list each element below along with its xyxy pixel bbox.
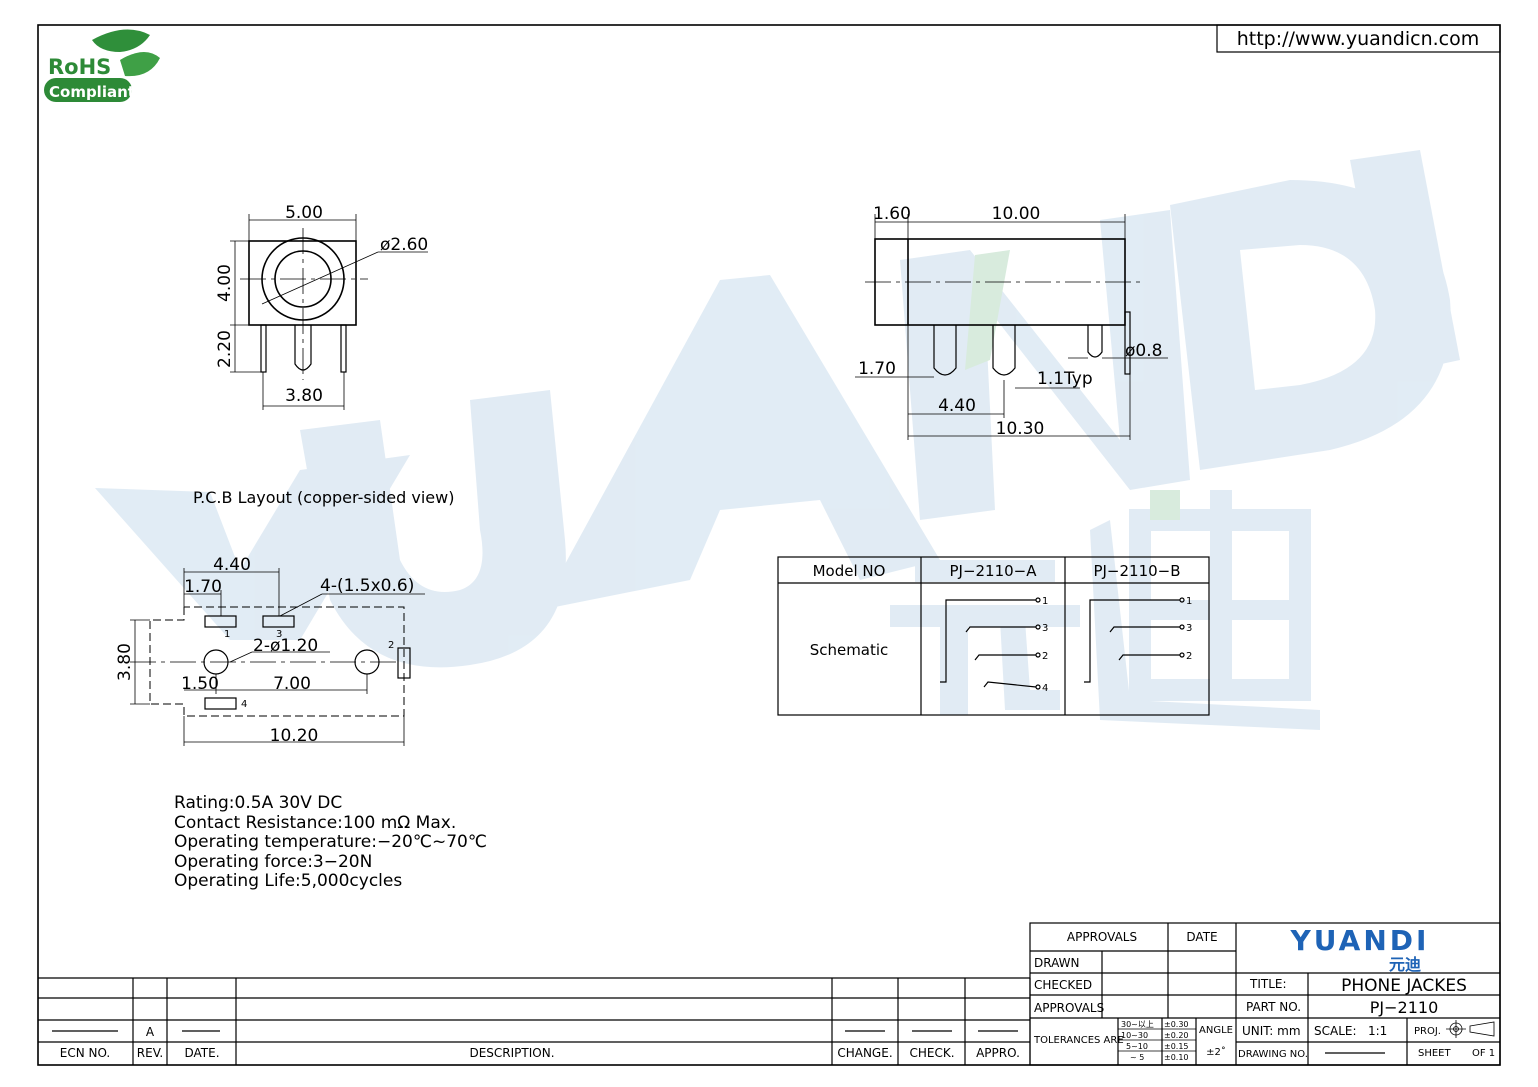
title-block: APPROVALS DATE DRAWN CHECKED APPROVALS Y…: [1029, 922, 1501, 1066]
tb-approvals-row: APPROVALS: [1034, 1001, 1104, 1015]
pad-label-4: 4: [241, 699, 247, 710]
tb-title-label: TITLE:: [1249, 977, 1287, 991]
tb-angle: ANGLE: [1199, 1025, 1233, 1036]
schematic-b: 1 3 2: [1084, 596, 1192, 683]
rev-value: A: [146, 1025, 155, 1039]
schem-b-pin3: 3: [1186, 623, 1192, 634]
dim-pin1-offset: 1.70: [858, 359, 896, 379]
dim-body: 10.00: [992, 204, 1041, 224]
dim-width: 5.00: [285, 203, 323, 223]
tb-unit: UNIT: mm: [1242, 1024, 1301, 1038]
compliant-text: Compliant: [49, 83, 135, 101]
pcb-dim-hole1: 1.50: [181, 674, 219, 694]
dim-pin-span: 3.80: [285, 386, 323, 406]
pad-label-2: 2: [388, 640, 394, 651]
schematic-a: 1 3 2 4: [940, 596, 1048, 694]
front-view: 5.00 ø2.60 4.00 2.20 3.80: [215, 203, 428, 410]
specifications: Rating:0.5A 30V DC Contact Resistance:10…: [174, 793, 487, 891]
sheet-border: [37, 24, 1501, 1066]
spec-force: Operating force:3−20N: [174, 852, 372, 872]
spec-life: Operating Life:5,000cycles: [174, 871, 402, 891]
schem-a-pin3: 3: [1042, 623, 1048, 634]
tb-drawn: DRAWN: [1034, 956, 1080, 970]
side-view: 1.60 10.00 1.70 4.40 10.30 ø0.8 1.1Typ: [855, 204, 1168, 440]
rohs-text: RoHS: [48, 55, 111, 79]
tb-part-value: PJ−2110: [1370, 998, 1439, 1017]
dim-pin-width: 1.1Typ: [1037, 369, 1093, 389]
tb-approvals-header: APPROVALS: [1067, 930, 1137, 944]
rev-header-ecn: ECN NO.: [60, 1046, 111, 1060]
dim-hole: ø2.60: [380, 235, 428, 255]
pcb-dim-total: 10.20: [270, 726, 319, 746]
header-model-a: PJ−2110−A: [949, 562, 1037, 580]
tb-proj: PROJ.: [1414, 1026, 1441, 1037]
tb-drawing-no: DRAWING NO.: [1238, 1049, 1308, 1060]
tb-tol-range-1: 10~30: [1121, 1031, 1148, 1040]
tb-tol-value-1: ±0.20: [1164, 1031, 1189, 1040]
pcb-dim-hole-spacing: 7.00: [273, 674, 311, 694]
schem-b-pin1: 1: [1186, 596, 1192, 607]
header-model-no: Model NO: [813, 562, 886, 580]
tb-tolerances: TOLERANCES ARE: [1033, 1035, 1124, 1046]
tb-scale-label: SCALE:: [1314, 1024, 1357, 1038]
pad-label-3: 3: [276, 629, 282, 640]
revision-block: A ECN NO. REV. DATE. DESCRIPTION. CHANGE…: [38, 977, 1031, 1065]
dim-pin-dia: ø0.8: [1125, 341, 1162, 361]
dim-front: 1.60: [873, 204, 911, 224]
model-table: Model NO PJ−2110−A PJ−2110−B Schematic 1…: [777, 556, 1210, 716]
pcb-dim-top: 4.40: [213, 555, 251, 575]
tb-tol-range-3: ~ 5: [1130, 1053, 1144, 1062]
pcb-title: P.C.B Layout (copper-sided view): [193, 488, 454, 507]
url-text: http://www.yuandicn.com: [1237, 28, 1480, 50]
projection-symbol-icon: [1446, 1020, 1495, 1038]
tb-tol-range-2: 5~10: [1126, 1042, 1148, 1051]
tb-tol-range-0: 30~以上: [1121, 1020, 1154, 1029]
rev-header-description: DESCRIPTION.: [469, 1046, 554, 1060]
tb-logo: YUANDI: [1290, 924, 1430, 957]
tb-angle-value: ±2˚: [1206, 1046, 1226, 1058]
tb-scale-value: 1:1: [1368, 1024, 1387, 1038]
schem-b-pin2: 2: [1186, 651, 1192, 662]
rohs-logo: RoHS Compliant: [44, 29, 160, 102]
pcb-dim-height: 3.80: [115, 643, 135, 681]
schem-a-pin4: 4: [1042, 683, 1048, 694]
pcb-layout: P.C.B Layout (copper-sided view) 1 3 2 4…: [115, 488, 454, 746]
header-model-b: PJ−2110−B: [1093, 562, 1180, 580]
spec-temperature: Operating temperature:−20℃~70℃: [174, 832, 487, 852]
dim-pin-length: 2.20: [215, 330, 235, 368]
tb-checked: CHECKED: [1034, 978, 1092, 992]
spec-contact-resistance: Contact Resistance:100 mΩ Max.: [174, 813, 456, 833]
rev-header-change: CHANGE.: [837, 1046, 892, 1060]
spec-rating: Rating:0.5A 30V DC: [174, 793, 342, 813]
pcb-dim-holes: 2-ø1.20: [253, 636, 318, 656]
dim-pin-pitch: 4.40: [938, 396, 976, 416]
dim-total: 10.30: [996, 419, 1045, 439]
rev-header-appro: APPRO.: [976, 1046, 1020, 1060]
tb-tol-value-0: ±0.30: [1164, 1020, 1189, 1029]
schem-a-pin2: 2: [1042, 651, 1048, 662]
rev-header-check: CHECK.: [909, 1046, 954, 1060]
tb-date-header: DATE: [1186, 930, 1217, 944]
rev-header-date: DATE.: [184, 1046, 219, 1060]
url-box: [1216, 24, 1501, 53]
pcb-dim-slots: 4-(1.5x0.6): [320, 576, 414, 596]
tb-sheet: SHEET: [1418, 1048, 1452, 1059]
pcb-dim-first: 1.70: [184, 577, 222, 597]
tb-tol-value-3: ±0.10: [1164, 1053, 1189, 1062]
pad-label-1: 1: [224, 629, 230, 640]
tb-of: OF 1: [1472, 1048, 1495, 1059]
watermark: [95, 150, 1460, 730]
tb-logo-cn: 元迪: [1389, 955, 1421, 974]
rev-header-rev: REV.: [137, 1046, 163, 1060]
dim-height: 4.00: [215, 264, 235, 302]
tb-part-label: PART NO.: [1246, 1000, 1301, 1014]
tb-tol-value-2: ±0.15: [1164, 1042, 1189, 1051]
schem-a-pin1: 1: [1042, 596, 1048, 607]
tb-title-value: PHONE JACKES: [1341, 976, 1467, 996]
row-schematic-label: Schematic: [810, 641, 889, 659]
